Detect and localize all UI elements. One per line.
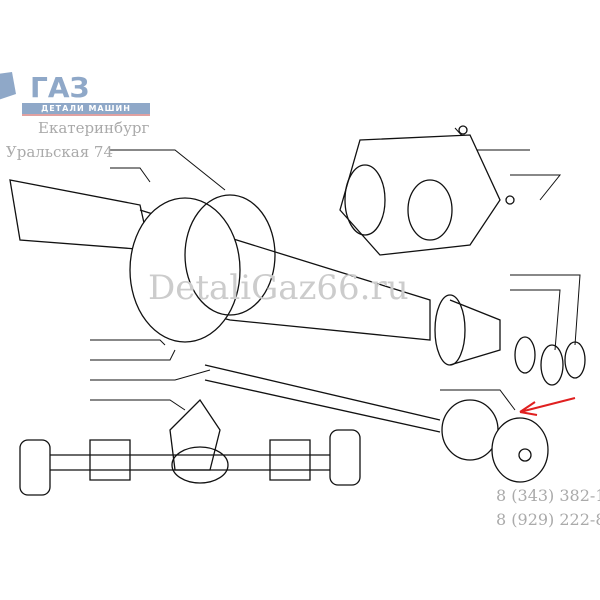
bearing-rings <box>514 336 586 386</box>
axle-housing <box>9 179 501 366</box>
axle-shaft <box>204 364 549 483</box>
phone-2: 8 (929) 222-8 <box>496 510 600 529</box>
logo-brand: ГАЗ <box>30 72 89 100</box>
phone-1: 8 (343) 382-1 <box>496 486 600 505</box>
gaz-logo: ГАЗ <box>0 72 89 100</box>
logo-subtitle: ДЕТАЛИ МАШИН <box>22 103 150 116</box>
axle-overview <box>19 398 361 496</box>
address-city: Екатеринбург <box>38 119 150 137</box>
address-street: ул. Уральская 74 <box>0 143 114 161</box>
differential-carrier <box>339 125 515 256</box>
watermark: DetaliGaz66.ru <box>148 268 409 308</box>
red-arrow <box>519 397 576 416</box>
